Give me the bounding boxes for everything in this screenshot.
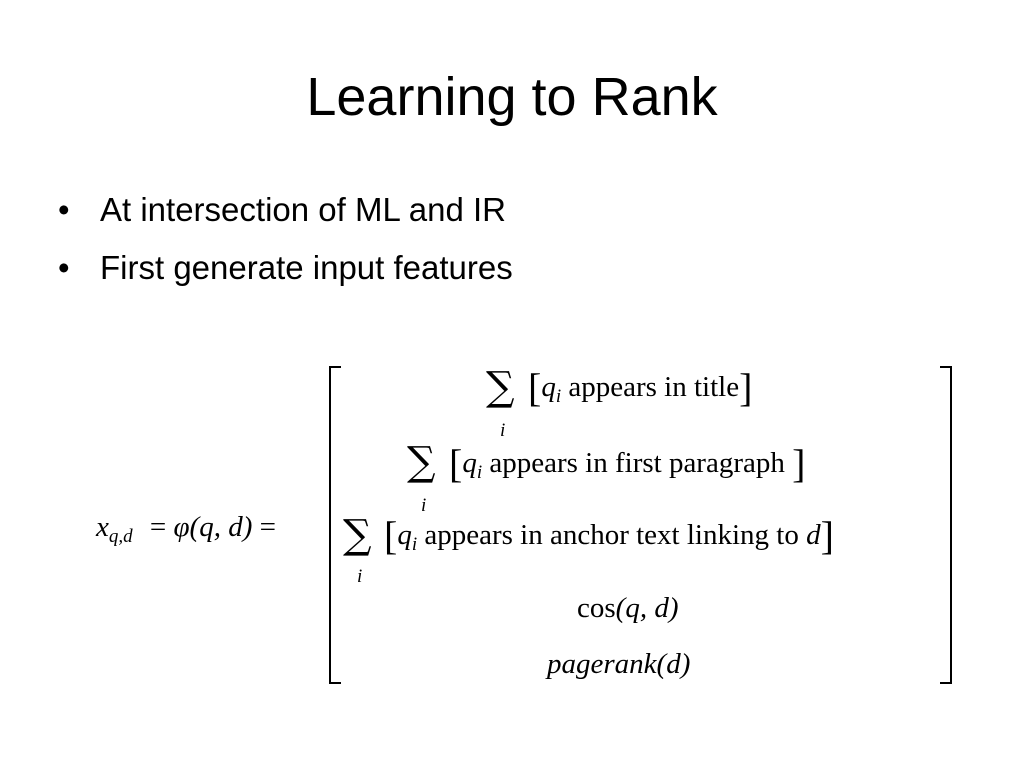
function-name: pagerank <box>547 648 657 680</box>
equals-sign: = <box>149 511 167 543</box>
summation-index: i <box>500 420 506 441</box>
bullet-item: • At intersection of ML and IR <box>58 186 513 244</box>
q-subscript: i <box>555 386 562 407</box>
summation-symbol: ∑ <box>486 364 515 410</box>
x-subscript: q,d <box>108 526 133 547</box>
q-subscript: i <box>411 534 418 555</box>
close-bracket: ] <box>792 441 806 486</box>
x-symbol: x <box>96 511 109 543</box>
equals-sign: = <box>259 511 276 543</box>
d-symbol: d <box>806 519 821 551</box>
summation-index: i <box>357 566 363 587</box>
row-text: appears in first paragraph <box>489 447 785 479</box>
bullet-text: First generate input features <box>100 249 513 286</box>
function-arguments: (d) <box>656 648 691 680</box>
bullet-text: At intersection of ML and IR <box>100 191 506 228</box>
bullet-dot: • <box>58 191 70 228</box>
q-symbol: q <box>541 371 556 403</box>
bullet-dot: • <box>58 249 70 286</box>
slide-title: Learning to Rank <box>306 67 718 127</box>
equation-lhs: xq,d = φ(q, d) = <box>96 510 276 554</box>
q-symbol: q <box>397 519 412 551</box>
phi-arguments: (q, d) <box>189 511 253 543</box>
function-arguments: (q, d) <box>615 592 679 624</box>
matrix-row-anchor-text: [qi appears in anchor text linking to d] <box>384 516 834 562</box>
matrix-row-first-paragraph: [qi appears in first paragraph ] <box>449 444 805 490</box>
summation-index: i <box>421 495 427 516</box>
q-subscript: i <box>476 462 483 483</box>
matrix-row-title: [qi appears in title] <box>528 368 752 414</box>
matrix-row-cosine: cos(q, d) <box>577 591 679 625</box>
open-bracket: [ <box>528 365 542 410</box>
bullet-list: • At intersection of ML and IR • First g… <box>58 186 513 302</box>
summation-symbol: ∑ <box>407 439 436 485</box>
row-text: appears in title <box>568 371 740 403</box>
phi-symbol: φ <box>173 511 190 543</box>
bullet-item: • First generate input features <box>58 244 513 302</box>
close-bracket: ] <box>820 513 834 558</box>
row-text: appears in anchor text linking to <box>424 519 799 551</box>
close-bracket: ] <box>739 365 753 410</box>
function-name: cos <box>577 592 616 624</box>
matrix-row-pagerank: pagerank(d) <box>547 647 690 681</box>
open-bracket: [ <box>384 513 398 558</box>
q-symbol: q <box>462 447 477 479</box>
summation-symbol: ∑ <box>343 512 372 558</box>
open-bracket: [ <box>449 441 463 486</box>
